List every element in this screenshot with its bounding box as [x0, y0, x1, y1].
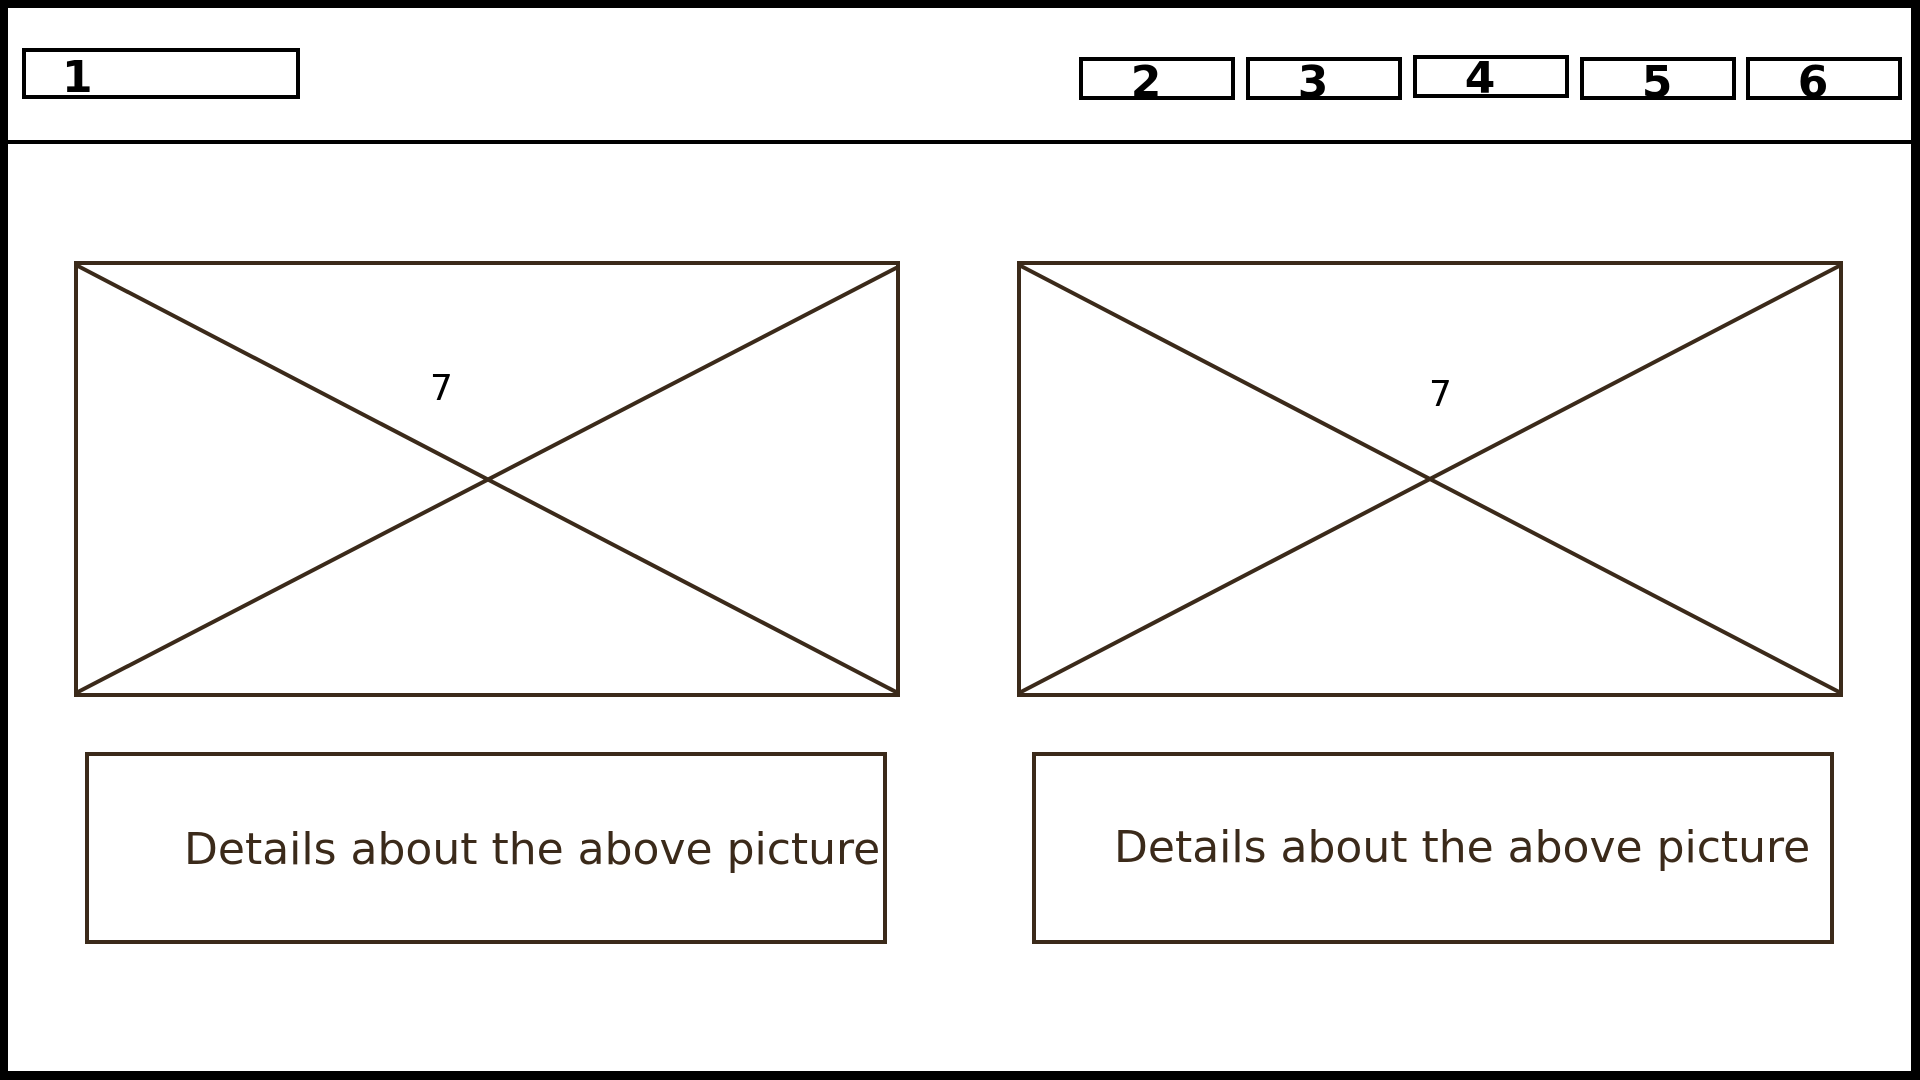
logo-box-label: 1	[62, 52, 93, 103]
nav-item-3[interactable]: 3	[1246, 57, 1402, 105]
nav-item-label: 5	[1641, 57, 1673, 108]
nav-item-label: 4	[1464, 53, 1496, 104]
image-placeholder-icon	[1017, 261, 1843, 697]
nav-item-6[interactable]: 6	[1746, 57, 1902, 105]
picture-details-text: Details about the above picture	[184, 824, 881, 875]
picture-details-text: Details about the above picture	[1114, 822, 1811, 873]
nav-item-label: 2	[1130, 57, 1162, 108]
image-placeholder-label: 7	[430, 368, 453, 409]
nav-item-label: 3	[1297, 57, 1329, 108]
image-placeholder-right: 7	[1017, 261, 1843, 697]
picture-details-box-right: Details about the above picture	[1032, 752, 1834, 944]
nav-item-5[interactable]: 5	[1580, 57, 1736, 105]
picture-details-box-left: Details about the above picture	[85, 752, 887, 944]
image-placeholder-icon	[74, 261, 900, 697]
image-placeholder-left: 7	[74, 261, 900, 697]
logo-box[interactable]: 1	[22, 48, 300, 103]
image-placeholder-label: 7	[1429, 374, 1452, 415]
nav-item-2[interactable]: 2	[1079, 57, 1235, 105]
nav-item-4[interactable]: 4	[1413, 55, 1569, 101]
header-divider	[0, 140, 1920, 144]
nav-item-label: 6	[1797, 57, 1829, 108]
